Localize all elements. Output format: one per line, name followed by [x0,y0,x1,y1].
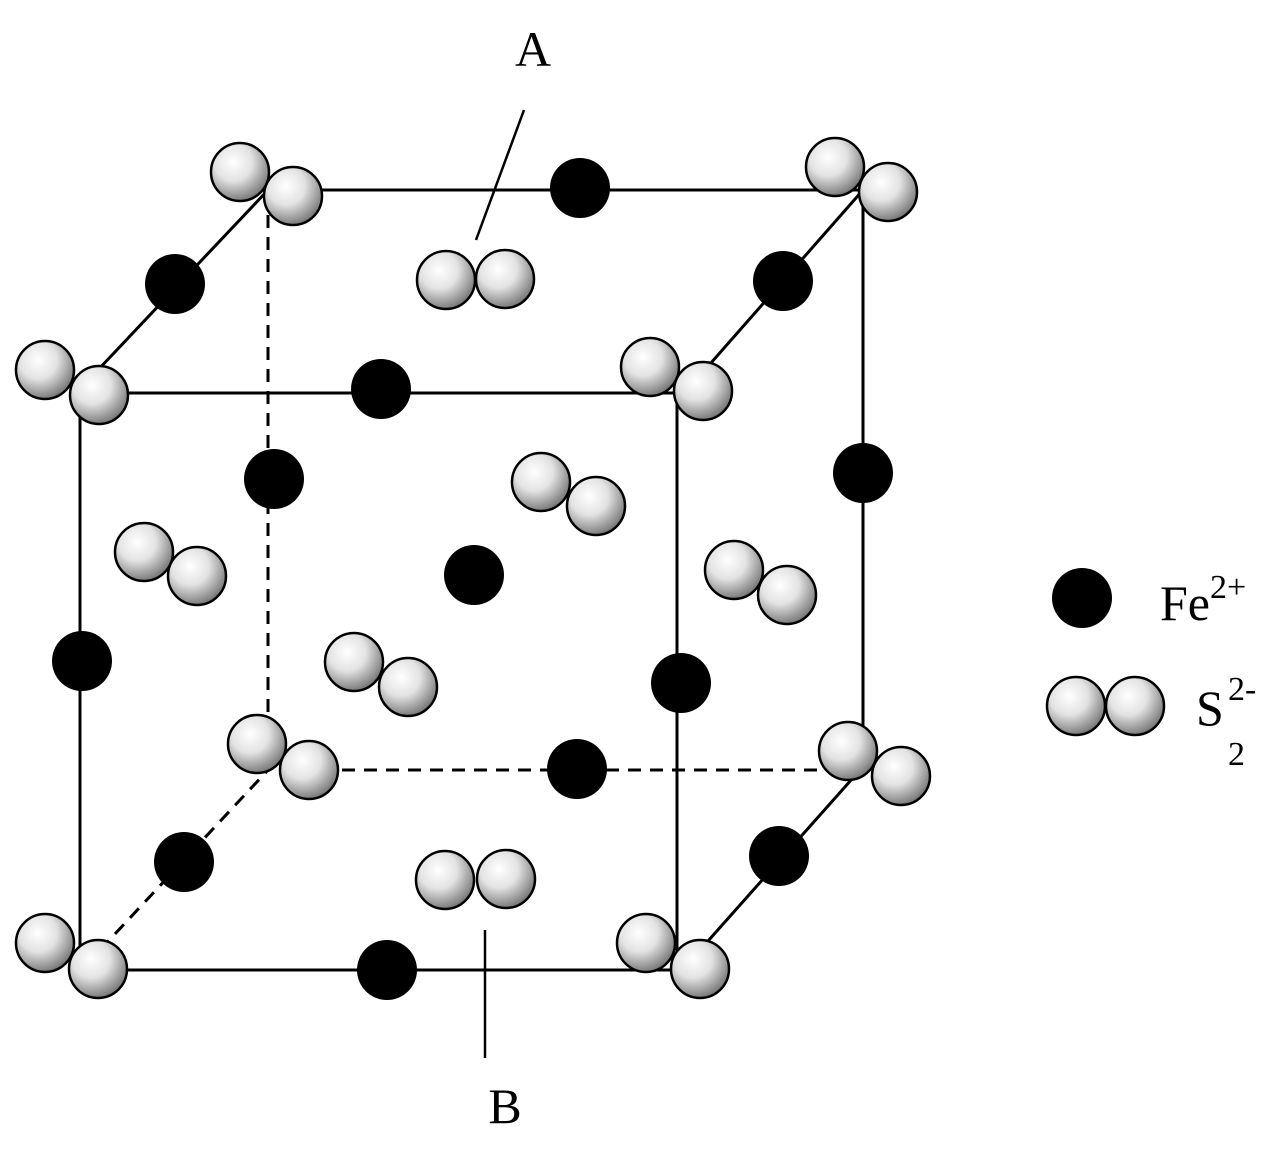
label-a-pointer [474,109,526,241]
s2-dimer-b [414,848,537,911]
legend-s-atom [1104,675,1166,737]
s2-dimer [619,336,734,422]
s2-dimer [817,720,932,807]
s-atom [672,360,734,422]
s-atom [619,336,681,398]
legend-s2-base: S [1196,680,1224,736]
s2-dimer [209,141,324,227]
legend-s-atom [1045,675,1107,737]
s-atom [804,136,866,198]
legend-fe-charge: 2+ [1210,569,1246,606]
s-atom [414,849,476,911]
fe-ion [351,359,411,419]
s2-dimer [113,521,228,607]
s-atom [703,539,765,601]
legend-s2-charge: 2- [1228,671,1256,708]
s-atom [756,564,818,626]
fe-ion [244,449,304,509]
s-atom [226,713,288,775]
s-atom [565,475,627,537]
fe-ions [52,158,893,1000]
s-atom [474,248,536,310]
fe-ion [52,631,112,691]
fe-ion [833,443,893,503]
fe-ion [444,545,504,605]
legend: Fe2+ S2 2- [1045,568,1256,773]
s2-dimer [14,339,130,426]
s2-dimers [14,136,932,1000]
label-b: B [488,1078,521,1134]
fe-ion [749,826,809,886]
s2-dimer [804,136,919,223]
s-atom [475,848,537,910]
s2-dimer [703,539,818,626]
s-atom [323,631,385,693]
fe-ion [753,251,813,311]
s-atom [14,912,76,974]
s-atom [67,938,129,1000]
s-atom [278,739,340,801]
s-atom [68,364,130,426]
fe-ion [547,739,607,799]
label-a: A [515,21,551,77]
fe-ion [154,832,214,892]
legend-s2-sub: 2 [1228,736,1245,773]
fe-ion [550,158,610,218]
s2-dimer [226,713,340,801]
s-atom [415,249,477,311]
s-atom [817,720,879,782]
legend-s2-label: S2 2- [1196,671,1256,773]
s-atom [113,521,175,583]
fe-ion [145,254,205,314]
legend-fe-label: Fe2+ [1160,569,1246,631]
fe-ion [357,940,417,1000]
s-atom [14,339,76,401]
legend-fe-symbol [1052,568,1112,628]
s-atom [262,165,324,227]
s-atom [209,141,271,203]
s2-dimer [14,912,129,1000]
s2-dimer [323,631,439,718]
s2-dimer-a [415,248,536,311]
hidden-diagonal-edge [98,768,270,952]
s-atom [870,745,932,807]
s-atom [510,451,572,513]
s-atom [377,656,439,718]
legend-fe-base: Fe [1160,575,1210,631]
s-atom [857,161,919,223]
s2-dimer [615,912,731,1000]
fe-ion [651,653,711,713]
s2-dimer [510,451,627,537]
s-atom [615,912,677,974]
s-atom [166,545,228,607]
s-atom [669,938,731,1000]
